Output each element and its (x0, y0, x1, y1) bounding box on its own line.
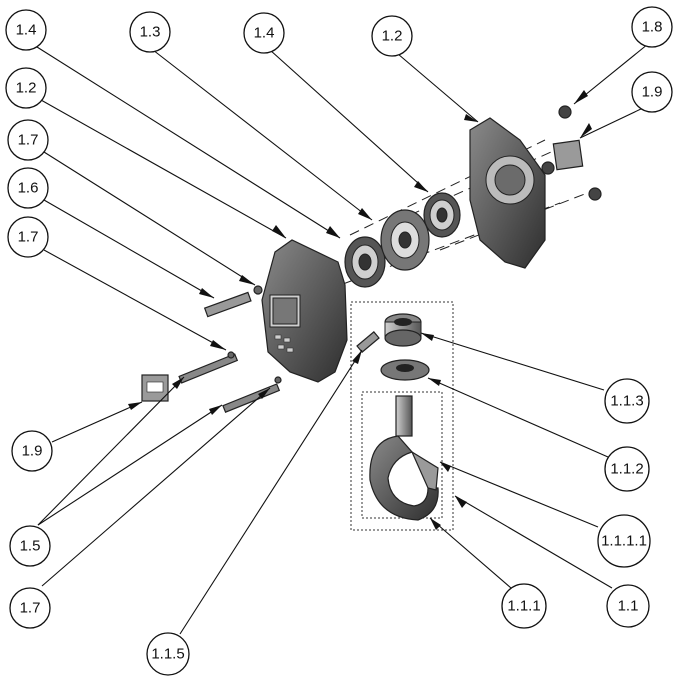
callout-1-1-1-1: 1.1.1.1 (597, 514, 651, 568)
svg-text:1.7: 1.7 (20, 600, 41, 617)
svg-text:1.9: 1.9 (642, 84, 663, 101)
callout-1-1-3: 1.1.3 (604, 378, 650, 424)
svg-text:1.7: 1.7 (18, 229, 39, 246)
arrow-heads (128, 90, 592, 530)
svg-text:1.2: 1.2 (382, 28, 403, 45)
svg-text:1.1.5: 1.1.5 (151, 646, 184, 663)
callout-1-1-1: 1.1.1 (501, 583, 547, 629)
bearing-right-part (423, 192, 461, 238)
label-plate-right-part (552, 139, 584, 171)
callout-1-4-b: 1.4 (243, 12, 285, 54)
svg-text:1.8: 1.8 (642, 19, 663, 36)
svg-text:1.1.1: 1.1.1 (507, 598, 540, 615)
right-housing-part (469, 117, 546, 269)
collar-part (384, 313, 422, 347)
sheave-part (380, 209, 430, 271)
left-housing-part (261, 239, 348, 383)
svg-text:1.1.1.1: 1.1.1.1 (601, 533, 647, 550)
callout-1-4-a: 1.4 (5, 9, 47, 51)
callout-1-8: 1.8 (631, 6, 673, 48)
svg-text:1.2: 1.2 (16, 80, 37, 97)
svg-text:1.1: 1.1 (618, 598, 639, 615)
callout-1-1-2: 1.1.2 (604, 446, 650, 492)
svg-text:1.9: 1.9 (22, 443, 43, 460)
nuts-part (541, 105, 602, 201)
label-plate-left-part (141, 374, 169, 402)
washer-part (380, 359, 430, 381)
bearing-left-part (344, 236, 386, 288)
svg-text:1.5: 1.5 (20, 538, 41, 555)
callout-1-5: 1.5 (9, 525, 51, 567)
callout-1-1: 1.1 (606, 584, 650, 628)
svg-text:1.4: 1.4 (16, 22, 37, 39)
callout-1-3: 1.3 (129, 11, 171, 53)
leader-lines (36, 43, 649, 635)
svg-text:1.4: 1.4 (254, 25, 275, 42)
callout-1-9-b: 1.9 (11, 430, 53, 472)
svg-text:1.7: 1.7 (18, 132, 39, 149)
callouts: 1.4 1.3 1.4 1.2 1.8 1.9 1.2 1.7 1.6 1.7 … (5, 6, 673, 676)
svg-text:1.6: 1.6 (18, 180, 39, 197)
callout-1-2-b: 1.2 (5, 67, 47, 109)
callout-1-7-b: 1.7 (7, 216, 49, 258)
callout-1-7-a: 1.7 (7, 119, 49, 161)
callout-1-7-c: 1.7 (9, 587, 51, 629)
callout-1-1-5: 1.1.5 (146, 632, 190, 676)
hook-part (369, 395, 439, 521)
callout-1-6: 1.6 (7, 167, 49, 209)
svg-text:1.1.2: 1.1.2 (610, 461, 643, 478)
callout-1-2-a: 1.2 (371, 15, 413, 57)
svg-text:1.3: 1.3 (140, 24, 161, 41)
svg-text:1.1.3: 1.1.3 (610, 393, 643, 410)
callout-1-9-a: 1.9 (631, 71, 673, 113)
